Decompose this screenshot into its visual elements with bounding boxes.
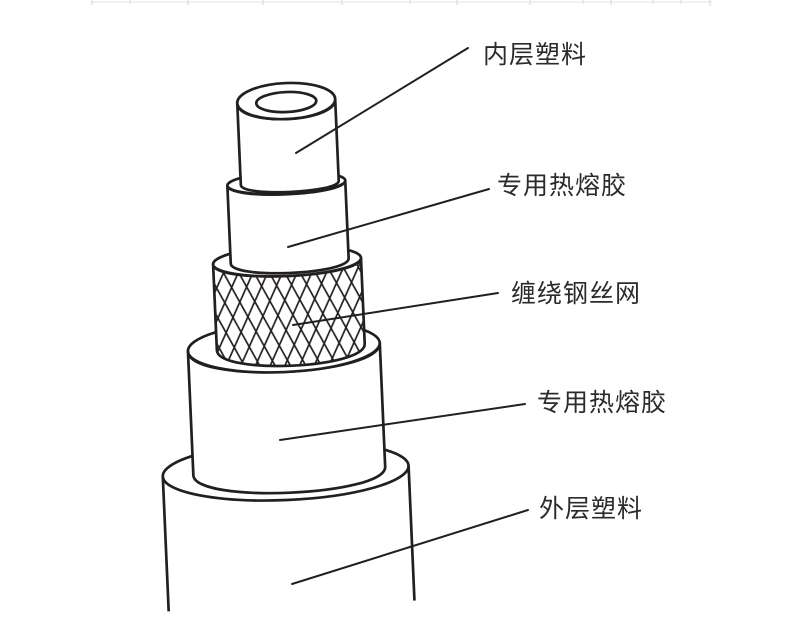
leader-line-inner-plastic [295,47,469,154]
label-inner-plastic: 内层塑料 [483,41,588,69]
leader-line-outer-plastic [291,509,529,585]
cylinder-inner-plastic [235,81,341,194]
leader-line-adhesive-upper [287,188,490,248]
leader-line-adhesive-lower [279,403,526,441]
outer-plastic-walls [161,465,416,612]
inner-plastic-bore-hole [254,90,318,114]
label-hot-melt-adhesive-lower: 专用热熔胶 [537,389,668,417]
label-outer-plastic: 外层塑料 [539,495,644,523]
table-border-artifact [90,0,712,6]
label-wound-steel-wire-mesh: 缠绕钢丝网 [511,280,642,308]
label-hot-melt-adhesive-upper: 专用热熔胶 [497,172,628,200]
leader-line-wire-mesh [292,292,499,326]
